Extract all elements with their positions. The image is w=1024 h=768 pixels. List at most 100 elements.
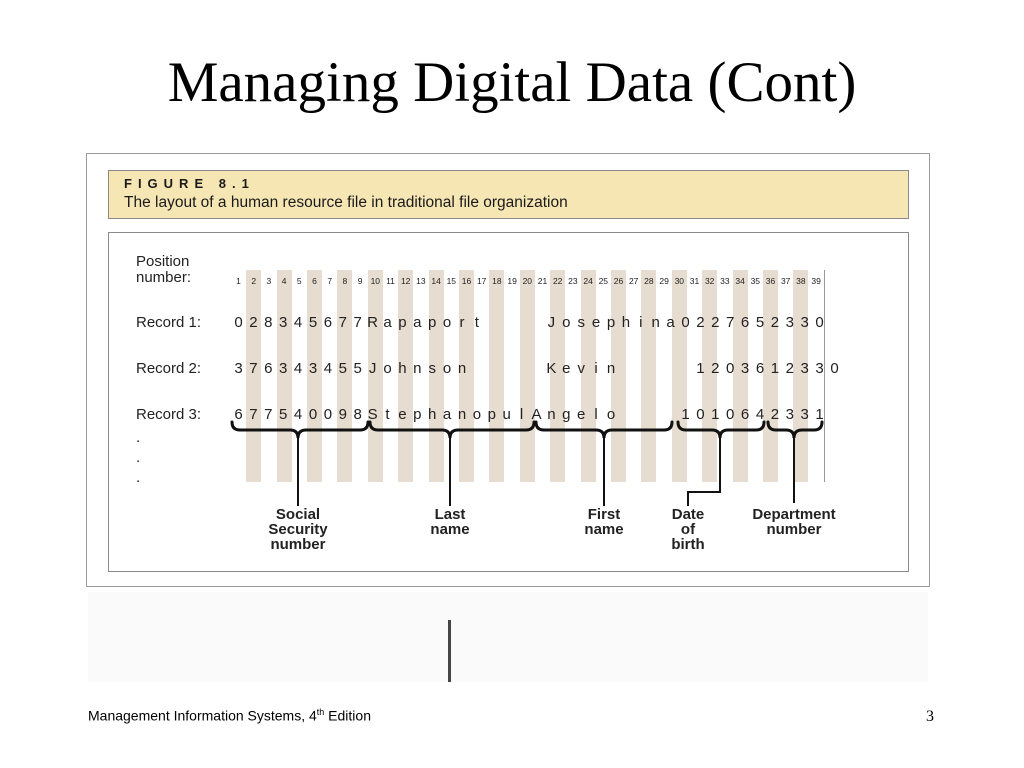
continuation-dots: . . . (136, 429, 141, 486)
record-char: o (442, 314, 452, 331)
record-char: 7 (264, 406, 273, 423)
page-number: 3 (926, 708, 934, 725)
column-shade (671, 270, 687, 482)
record-char: s (428, 360, 436, 377)
figure-label: FIGURE 8.1 (124, 176, 255, 191)
record-char: e (577, 406, 586, 423)
record-char: t (385, 406, 390, 423)
record-char: 1 (696, 360, 705, 377)
record-char: 2 (770, 314, 780, 331)
position-number: 15 (446, 276, 457, 286)
record-char: 6 (740, 314, 750, 331)
record-char: 3 (800, 406, 809, 423)
record-char: e (562, 360, 571, 377)
record-char: u (502, 406, 511, 423)
record-char: 1 (681, 406, 690, 423)
record-char: a (666, 314, 675, 331)
record-char: 0 (696, 406, 705, 423)
position-number: 33 (720, 276, 730, 286)
record-char: 3 (279, 314, 288, 331)
position-number: 37 (780, 276, 791, 286)
record-char: i (594, 360, 598, 377)
record-char: v (577, 360, 585, 377)
record-char: 5 (338, 360, 347, 377)
position-number: 16 (461, 276, 472, 286)
record-char: n (457, 406, 467, 423)
position-number: 6 (312, 276, 317, 286)
position-number: 7 (327, 276, 333, 286)
column-shade (489, 270, 505, 482)
record-char: l (519, 406, 524, 423)
record-char: 1 (815, 406, 824, 423)
record-char: e (398, 406, 407, 423)
record-char: 0 (815, 314, 824, 331)
position-number: 2 (251, 276, 257, 286)
record-char: t (474, 314, 479, 331)
position-number: 12 (400, 276, 411, 286)
position-number: 10 (370, 276, 381, 286)
record-char: 0 (726, 360, 735, 377)
bottom-vertical-mark (448, 620, 451, 682)
footer-text: Management Information Systems, 4th Edit… (88, 707, 371, 724)
record-char: n (413, 360, 422, 377)
record-char: 7 (726, 314, 735, 331)
position-number: 28 (644, 276, 654, 286)
record-char: 5 (308, 314, 318, 331)
record-char: 4 (293, 314, 303, 331)
position-number: 39 (811, 276, 821, 286)
record-char: 2 (770, 406, 780, 423)
record-char: 7 (338, 314, 347, 331)
record-char: 3 (815, 360, 824, 377)
position-number: 29 (659, 276, 669, 286)
position-number: 38 (796, 276, 806, 286)
record-char: p (398, 314, 407, 331)
position-number: 20 (522, 276, 533, 286)
record-char: o (472, 406, 482, 423)
figure-caption-box: FIGURE 8.1 The layout of a human resourc… (108, 170, 909, 219)
record-char: a (413, 314, 422, 331)
record-char: g (562, 406, 571, 423)
record-char: 4 (323, 360, 333, 377)
record-char: 7 (249, 360, 258, 377)
record-char: n (606, 360, 616, 377)
record-char: 4 (755, 406, 765, 423)
record-char: 5 (353, 360, 362, 377)
record-char: A (531, 406, 542, 423)
record-char: 1 (711, 406, 720, 423)
record-char: 3 (740, 360, 750, 377)
record-char: 6 (264, 360, 273, 377)
record-char: 2 (249, 314, 258, 331)
record-char: n (547, 406, 556, 423)
record-char: h (398, 360, 407, 377)
position-number: 26 (613, 276, 624, 286)
position-number: 18 (492, 276, 502, 286)
record-char: r (459, 314, 465, 331)
record-char: 4 (293, 406, 303, 423)
record-char: 5 (279, 406, 288, 423)
record-char: 0 (681, 314, 690, 331)
record-char: p (413, 406, 422, 423)
position-number: 23 (568, 276, 578, 286)
position-number: 19 (507, 276, 517, 286)
position-number: 36 (765, 276, 776, 286)
record-char: S (367, 406, 378, 423)
record-3-label: Record 3: (136, 406, 202, 423)
record-char: s (577, 314, 585, 331)
field-label-first-name: First name (584, 506, 624, 538)
position-number: 14 (431, 276, 441, 286)
record-char: 3 (785, 406, 794, 423)
record-char: 7 (249, 406, 258, 423)
figure-caption: The layout of a human resource file in t… (124, 194, 568, 211)
position-number: 11 (386, 276, 395, 286)
position-number: 13 (416, 276, 426, 286)
record-char: 6 (323, 314, 333, 331)
record-char: 4 (293, 360, 303, 377)
record-char: p (428, 314, 437, 331)
record-1-label: Record 1: (136, 314, 202, 331)
record-char: o (442, 360, 452, 377)
record-char: h (428, 406, 437, 423)
position-number: 9 (357, 276, 363, 286)
record-char: 5 (755, 314, 765, 331)
column-shade (641, 270, 657, 482)
position-number: 27 (628, 276, 639, 286)
